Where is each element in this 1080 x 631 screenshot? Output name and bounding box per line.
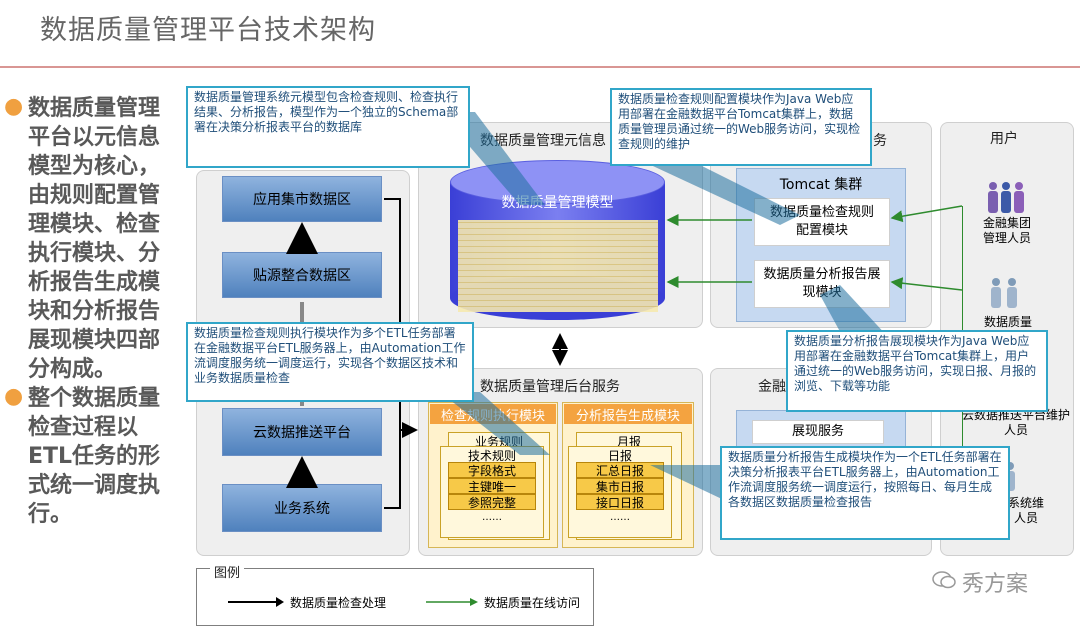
mart-daily-report: 集市日报	[576, 478, 664, 494]
primary-key-unique-rule: 主键唯一	[448, 478, 536, 494]
group-manager-label: 金融集团管理人员	[978, 216, 1036, 246]
callout-metadata-model: 数据质量管理系统元模型包含检查规则、检查执行结果、分析报告，模型作为一个独立的S…	[186, 86, 470, 168]
app-mart-zone-box: 应用集市数据区	[222, 176, 382, 222]
display-service-box: 展现服务	[752, 420, 884, 444]
summary-daily-report: 汇总日报	[576, 462, 664, 478]
exec-module-header: 检查规则执行模块	[430, 404, 556, 424]
business-system-box: 业务系统	[222, 484, 382, 532]
metadata-panel-title: 数据质量管理元信息	[480, 130, 606, 150]
description-text-2: 整个数据质量检查过程以ETL任务的形式统一调度执行。	[28, 386, 160, 527]
description-text-1: 数据质量管理平台以元信息模型为核心，由规则配置管理模块、检查执行模块、分析报告生…	[28, 96, 160, 382]
users-panel-title: 用户	[990, 128, 1018, 148]
legend-item-online: 数据质量在线访问	[484, 594, 580, 611]
legend-green-arrow-icon	[424, 596, 480, 608]
report-ellipsis: ……	[576, 512, 664, 523]
report-display-module-box: 数据质量分析报告展现模块	[754, 260, 890, 308]
description-item-1: ● 数据质量管理平台以元信息模型为核心，由规则配置管理模块、检查执行模块、分析报…	[4, 94, 164, 384]
wechat-icon	[932, 570, 956, 590]
backend-service-panel-title: 数据质量管理后台服务	[480, 376, 620, 396]
system-maintainer-label: 系统维人员	[1006, 496, 1046, 526]
data-quality-user-label: 数据质量	[978, 313, 1038, 330]
finance-platform-panel-title: 金融	[758, 376, 786, 396]
legend-title: 图例	[210, 562, 244, 581]
legend-item-processing: 数据质量检查处理	[290, 594, 386, 611]
data-quality-user-icon	[986, 276, 1026, 310]
callout-report-display-module: 数据质量分析报告展现模块作为Java Web应用部署在金融数据平台Tomcat集…	[786, 330, 1048, 412]
model-schema-thumbnail	[458, 220, 658, 312]
field-format-rule: 字段格式	[448, 462, 536, 478]
page-title: 数据质量管理平台技术架构	[40, 8, 376, 47]
bullet-icon: ●	[4, 92, 23, 121]
cloud-push-platform-box: 云数据推送平台	[222, 408, 382, 456]
web-service-panel-title: 务	[873, 130, 887, 150]
group-manager-icon	[984, 180, 1028, 216]
people-icon	[986, 276, 1026, 310]
callout-rule-exec-module: 数据质量检查规则执行模块作为多个ETL任务部署在金融数据平台ETL服务器上，由A…	[186, 322, 474, 402]
cloud-platform-maintainer-label: 云数据推送平台维护人员	[962, 408, 1070, 438]
interface-daily-report: 接口日报	[576, 494, 664, 510]
description-list: ● 数据质量管理平台以元信息模型为核心，由规则配置管理模块、检查执行模块、分析报…	[4, 94, 164, 529]
rule-config-module-box: 数据质量检查规则配置模块	[754, 198, 890, 246]
model-cylinder: 数据质量管理模型	[450, 160, 665, 320]
callout-rule-config-module: 数据质量检查规则配置模块作为Java Web应用部署在金融数据平台Tomcat集…	[610, 88, 872, 166]
report-module-header: 分析报告生成模块	[564, 404, 692, 424]
tomcat-cluster-label: Tomcat 集群	[736, 174, 906, 194]
cylinder-label: 数据质量管理模型	[450, 192, 665, 212]
description-item-2: ● 整个数据质量检查过程以ETL任务的形式统一调度执行。	[4, 384, 164, 529]
watermark-text: 秀方案	[962, 566, 1028, 598]
exec-ellipsis: ……	[448, 512, 536, 523]
people-group-icon	[984, 180, 1028, 216]
legend-black-arrow-icon	[226, 596, 286, 608]
title-divider	[0, 66, 1080, 68]
source-integration-zone-box: 贴源整合数据区	[222, 252, 382, 298]
referential-integrity-rule: 参照完整	[448, 494, 536, 510]
bullet-icon: ●	[4, 382, 23, 411]
callout-report-generation-module: 数据质量分析报告生成模块作为一个ETL任务部署在决策分析报表平台ETL服务器上，…	[720, 446, 1010, 540]
